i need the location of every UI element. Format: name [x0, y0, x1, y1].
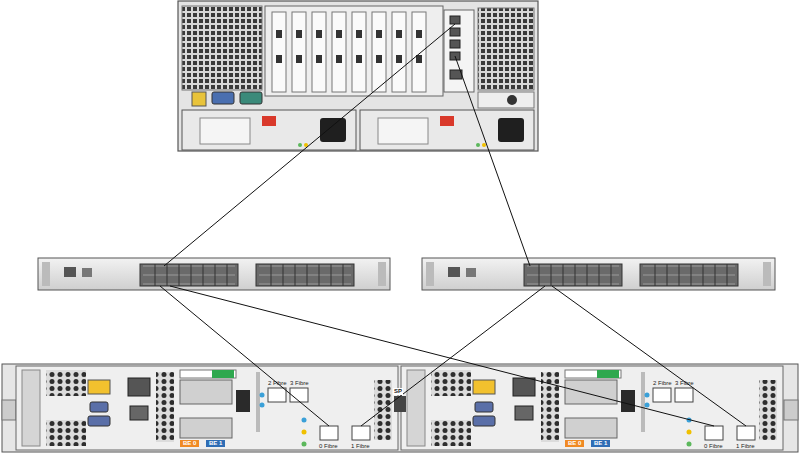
port-label: 0 Fibre [704, 443, 723, 450]
server [178, 1, 538, 151]
port-label: 3 Fibre [290, 380, 309, 387]
port-label: 3 Fibre [675, 380, 694, 387]
port-label: 2 Fibre [653, 380, 672, 387]
port-label: 2 Fibre [268, 380, 287, 387]
backend-port-label: BE 1 [206, 440, 225, 447]
backend-port-label: BE 0 [180, 440, 199, 447]
port-label: 0 Fibre [319, 443, 338, 450]
backend-port-label: BE 0 [565, 440, 584, 447]
fibre-cables [160, 24, 746, 426]
backend-port-label: BE 1 [591, 440, 610, 447]
module-label: SP [393, 388, 403, 395]
fibre-switch [422, 258, 775, 290]
fibre-switch [38, 258, 390, 290]
port-label: 1 Fibre [736, 443, 755, 450]
port-label: 1 Fibre [351, 443, 370, 450]
